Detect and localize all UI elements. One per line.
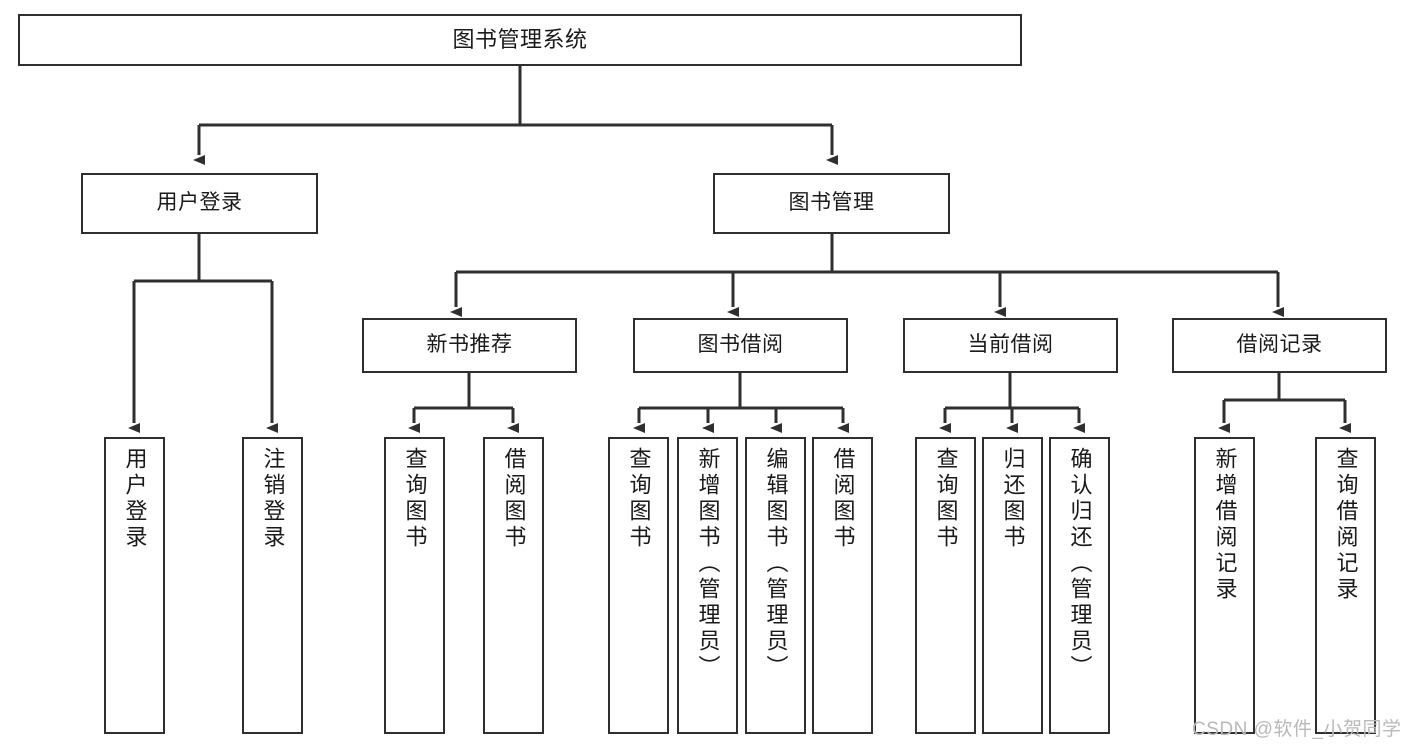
node-label: 查询图书 — [626, 447, 652, 551]
leaf-add-borrow-record[interactable]: 新增借阅记录 — [1194, 437, 1255, 734]
node-label: 用户登录 — [156, 191, 243, 215]
node-label: 图书管理 — [788, 191, 875, 215]
leaf-return-book[interactable]: 归还图书 — [982, 437, 1043, 734]
node-label: 借阅图书 — [501, 447, 527, 551]
node-label: 图书管理系统 — [452, 27, 588, 53]
node-label: 当前借阅 — [967, 333, 1054, 357]
node-label: 注销登录 — [260, 447, 286, 551]
leaf-query-book-borrow[interactable]: 查询图书 — [608, 437, 669, 734]
node-label: 查询图书 — [933, 447, 959, 551]
node-new-book-recommend[interactable]: 新书推荐 — [362, 318, 577, 373]
leaf-confirm-return-admin[interactable]: 确认归还（管理员） — [1049, 437, 1110, 734]
node-label: 新书推荐 — [426, 333, 513, 357]
leaf-query-book-current[interactable]: 查询图书 — [915, 437, 976, 734]
node-label: 归还图书 — [1000, 447, 1026, 551]
node-current-borrow[interactable]: 当前借阅 — [903, 318, 1118, 373]
leaf-borrow-book-recommend[interactable]: 借阅图书 — [483, 437, 544, 734]
node-book-management[interactable]: 图书管理 — [713, 173, 950, 234]
node-label: 编辑图书（管理员） — [763, 447, 789, 681]
node-label: 新增借阅记录 — [1212, 447, 1238, 603]
node-root-book-management-system[interactable]: 图书管理系统 — [18, 14, 1022, 66]
node-user-login[interactable]: 用户登录 — [81, 173, 318, 234]
node-label: 新增图书（管理员） — [695, 447, 721, 681]
node-label: 查询图书 — [402, 447, 428, 551]
node-label: 用户登录 — [122, 447, 148, 551]
leaf-query-book-recommend[interactable]: 查询图书 — [384, 437, 445, 734]
leaf-borrow-book[interactable]: 借阅图书 — [812, 437, 873, 734]
node-borrow-record[interactable]: 借阅记录 — [1172, 318, 1387, 373]
leaf-user-login[interactable]: 用户登录 — [104, 437, 165, 734]
node-label: 确认归还（管理员） — [1067, 447, 1093, 681]
leaf-add-book-admin[interactable]: 新增图书（管理员） — [677, 437, 738, 734]
node-book-borrow[interactable]: 图书借阅 — [633, 318, 848, 373]
leaf-query-borrow-record[interactable]: 查询借阅记录 — [1315, 437, 1376, 734]
node-label: 图书借阅 — [697, 333, 784, 357]
leaf-logout[interactable]: 注销登录 — [242, 437, 303, 734]
watermark-text: CSDN @软件_小贺同学 — [1192, 719, 1402, 740]
node-label: 借阅记录 — [1236, 333, 1323, 357]
leaf-edit-book-admin[interactable]: 编辑图书（管理员） — [745, 437, 806, 734]
node-label: 借阅图书 — [830, 447, 856, 551]
node-label: 查询借阅记录 — [1333, 447, 1359, 603]
